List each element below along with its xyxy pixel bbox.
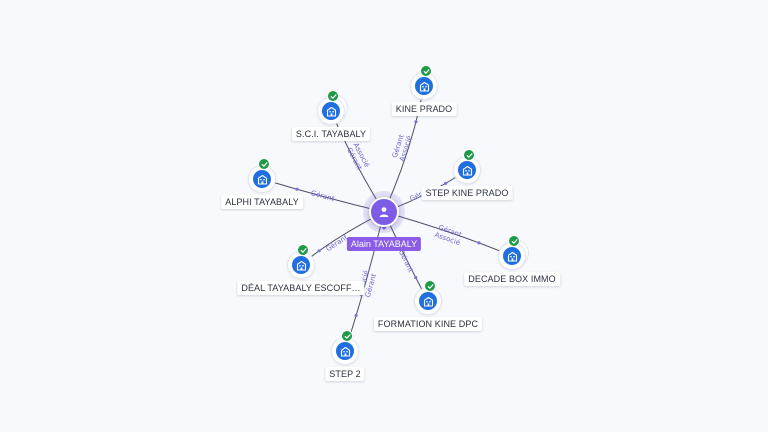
- company-icon[interactable]: [499, 235, 528, 269]
- company-icon[interactable]: [415, 280, 441, 314]
- verified-badge: [258, 158, 270, 170]
- company-icon[interactable]: [249, 158, 275, 192]
- edge-role-label: Gérant: [397, 249, 415, 274]
- edge-arrow: [354, 313, 358, 318]
- verified-badge: [424, 280, 436, 292]
- edge-role-label: Gérant: [325, 233, 350, 253]
- company-icon-disc: [419, 292, 437, 310]
- company-name[interactable]: S.C.I. TAYABALY: [291, 127, 371, 141]
- person-pin[interactable]: [369, 197, 399, 227]
- company-name[interactable]: FORMATION KINE DPC: [373, 317, 483, 331]
- building-icon: [462, 165, 472, 176]
- building-icon: [257, 174, 267, 185]
- edge-role-label: Gérant: [310, 189, 336, 203]
- company-name[interactable]: DECADE BOX IMMO: [464, 272, 560, 286]
- company-name[interactable]: STEP KINE PRADO: [421, 186, 513, 200]
- building-icon: [419, 81, 429, 92]
- company-icon-disc: [458, 161, 476, 179]
- company-name[interactable]: DÉAL TAYABALY ESCOFF…: [237, 281, 365, 295]
- check-icon: [427, 283, 433, 289]
- verified-badge: [297, 244, 309, 256]
- building-icon: [423, 296, 433, 307]
- building-icon: [296, 260, 306, 271]
- check-icon: [511, 238, 517, 244]
- edge-arrow: [444, 181, 448, 185]
- building-icon: [507, 251, 517, 262]
- verified-badge: [463, 149, 475, 161]
- company-name[interactable]: STEP 2: [325, 367, 365, 381]
- check-icon: [330, 93, 336, 99]
- verified-badge: [420, 65, 432, 77]
- edge-arrow: [414, 275, 418, 280]
- check-icon: [344, 333, 350, 339]
- company-icon-disc: [336, 342, 354, 360]
- center-person-name[interactable]: Alain TAYABALY: [346, 237, 422, 251]
- edge-arrow: [414, 120, 418, 124]
- company-icon[interactable]: [454, 149, 480, 183]
- check-icon: [466, 152, 472, 158]
- company-icon-disc: [415, 77, 433, 95]
- edge-arrow: [477, 241, 481, 245]
- company-icon[interactable]: [411, 65, 437, 99]
- company-icon-disc: [253, 170, 271, 188]
- company-icon[interactable]: [318, 90, 347, 124]
- building-icon: [326, 106, 336, 117]
- check-icon: [300, 247, 306, 253]
- check-icon: [261, 161, 267, 167]
- company-icon[interactable]: [332, 330, 358, 364]
- person-icon: [379, 207, 389, 217]
- verified-badge: [508, 235, 520, 247]
- edge-arrow: [317, 249, 321, 253]
- company-icon-disc: [322, 102, 340, 120]
- verified-badge: [327, 90, 339, 102]
- building-icon: [340, 346, 350, 357]
- company-name[interactable]: ALPHI TAYABALY: [221, 195, 303, 209]
- company-icon-disc: [292, 256, 310, 274]
- company-name[interactable]: KINE PRADO: [391, 102, 457, 116]
- company-icon-disc: [503, 247, 521, 265]
- pin-tail: [379, 224, 389, 230]
- edge-arrow: [295, 187, 299, 191]
- check-icon: [423, 68, 429, 74]
- verified-badge: [341, 330, 353, 342]
- company-icon[interactable]: [288, 244, 314, 278]
